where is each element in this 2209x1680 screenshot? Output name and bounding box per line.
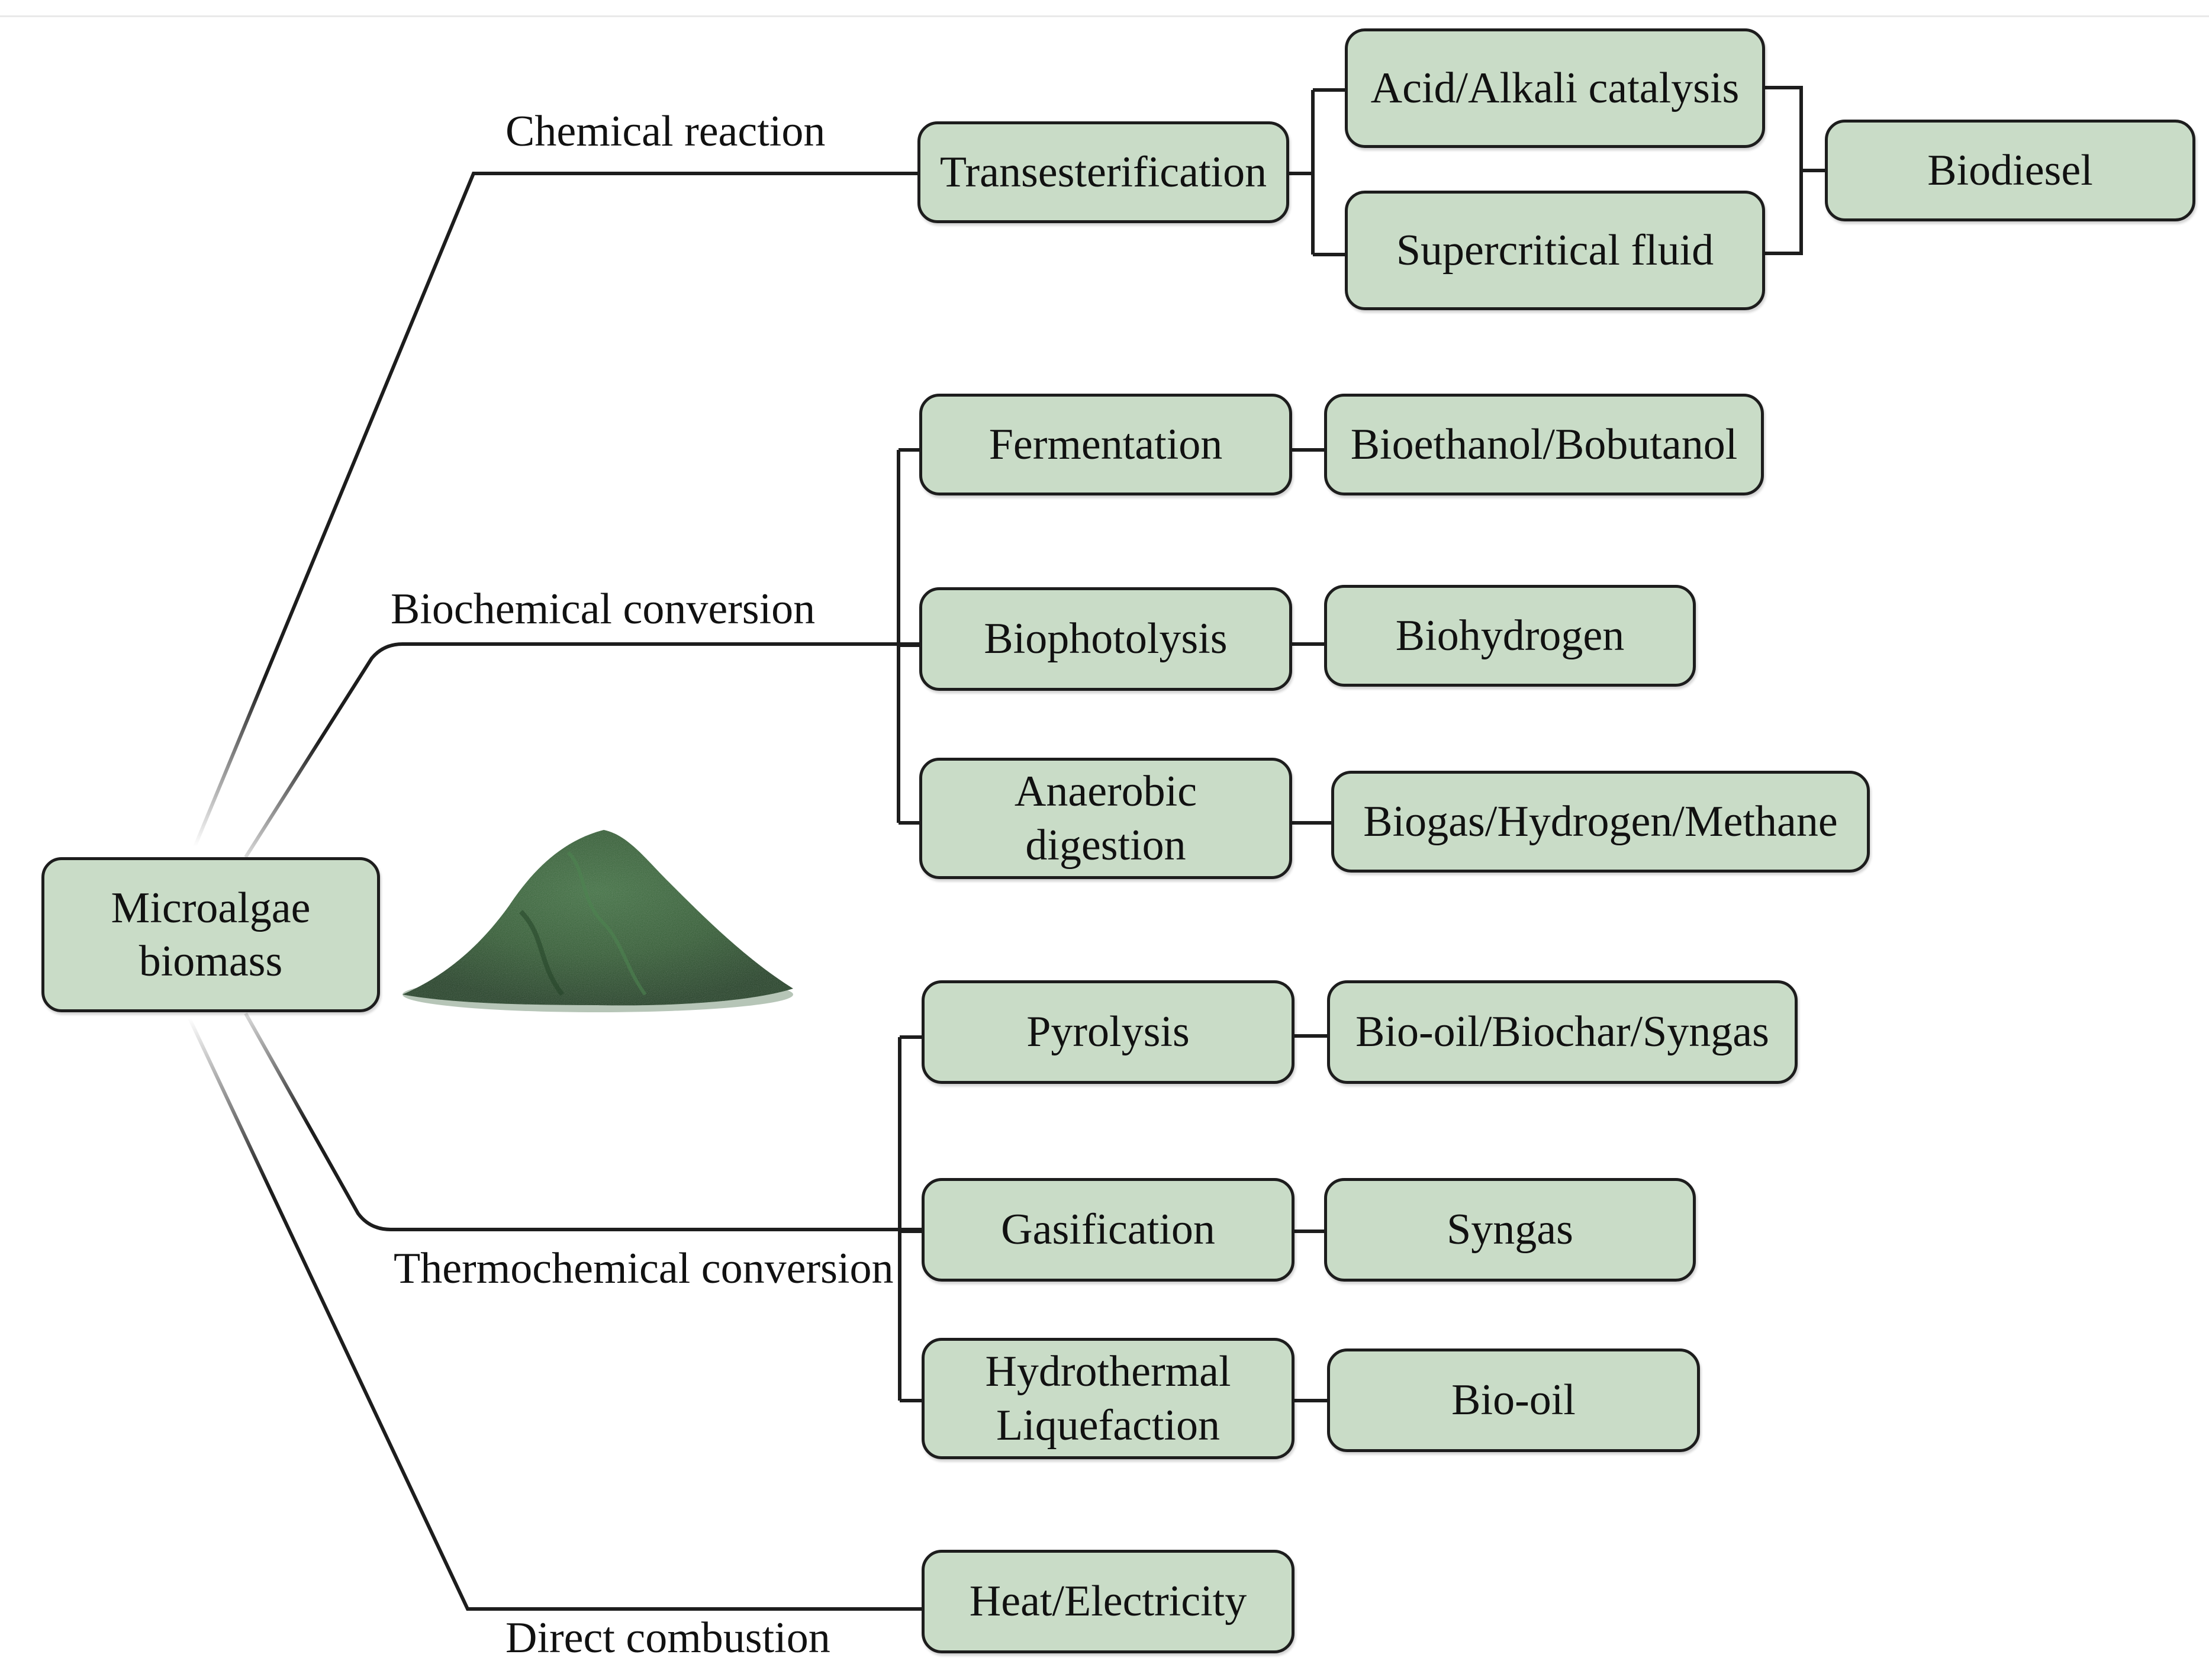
process-node-fermentation: Fermentation — [919, 394, 1292, 495]
catalyst-node-acid-alkali: Acid/Alkali catalysis — [1345, 28, 1765, 148]
route-label-chemical-reaction: Chemical reaction — [505, 107, 826, 156]
product-node-syngas: Syngas — [1324, 1178, 1696, 1282]
product-node-biodiesel: Biodiesel — [1825, 120, 2195, 221]
product-node-bio-oil-biochar-syngas: Bio-oil/Biochar/Syngas — [1327, 980, 1798, 1084]
chemical-fork — [1289, 88, 1348, 256]
process-node-anaerobic-digestion: Anaerobic digestion — [919, 758, 1292, 879]
biochemical-links — [1292, 448, 1334, 825]
root-node-microalgae-biomass: Microalgae biomass — [41, 857, 380, 1012]
route-label-direct-combustion: Direct combustion — [505, 1614, 830, 1662]
process-node-transesterification: Transesterification — [917, 121, 1289, 223]
process-node-gasification: Gasification — [922, 1178, 1295, 1282]
chemical-join — [1764, 86, 1828, 255]
process-node-pyrolysis: Pyrolysis — [922, 980, 1295, 1084]
route-line-biochemical — [244, 642, 919, 858]
route-label-biochemical-conversion: Biochemical conversion — [391, 585, 816, 633]
thermochemical-bus — [898, 1035, 925, 1402]
product-node-bioethanol-bobutanol: Bioethanol/Bobutanol — [1324, 394, 1764, 495]
route-line-chemical — [191, 172, 917, 854]
top-divider — [0, 15, 2209, 17]
product-node-biogas-hydrogen-methane: Biogas/Hydrogen/Methane — [1331, 771, 1870, 873]
route-line-thermochemical — [244, 1012, 922, 1231]
process-node-hydrothermal-liquefaction: Hydrothermal Liquefaction — [922, 1338, 1295, 1459]
microalgae-powder-pile — [402, 830, 793, 1012]
thermochemical-links — [1293, 1034, 1330, 1402]
process-node-biophotolysis: Biophotolysis — [919, 587, 1292, 691]
product-node-biohydrogen: Biohydrogen — [1324, 585, 1696, 687]
catalyst-node-supercritical-fluid: Supercritical fluid — [1345, 191, 1765, 310]
product-node-heat-electricity: Heat/Electricity — [922, 1550, 1295, 1653]
route-line-combustion — [188, 1017, 922, 1611]
route-label-thermochemical-conversion: Thermochemical conversion — [394, 1244, 894, 1293]
product-node-bio-oil: Bio-oil — [1327, 1348, 1700, 1452]
biochemical-bus — [897, 448, 922, 825]
